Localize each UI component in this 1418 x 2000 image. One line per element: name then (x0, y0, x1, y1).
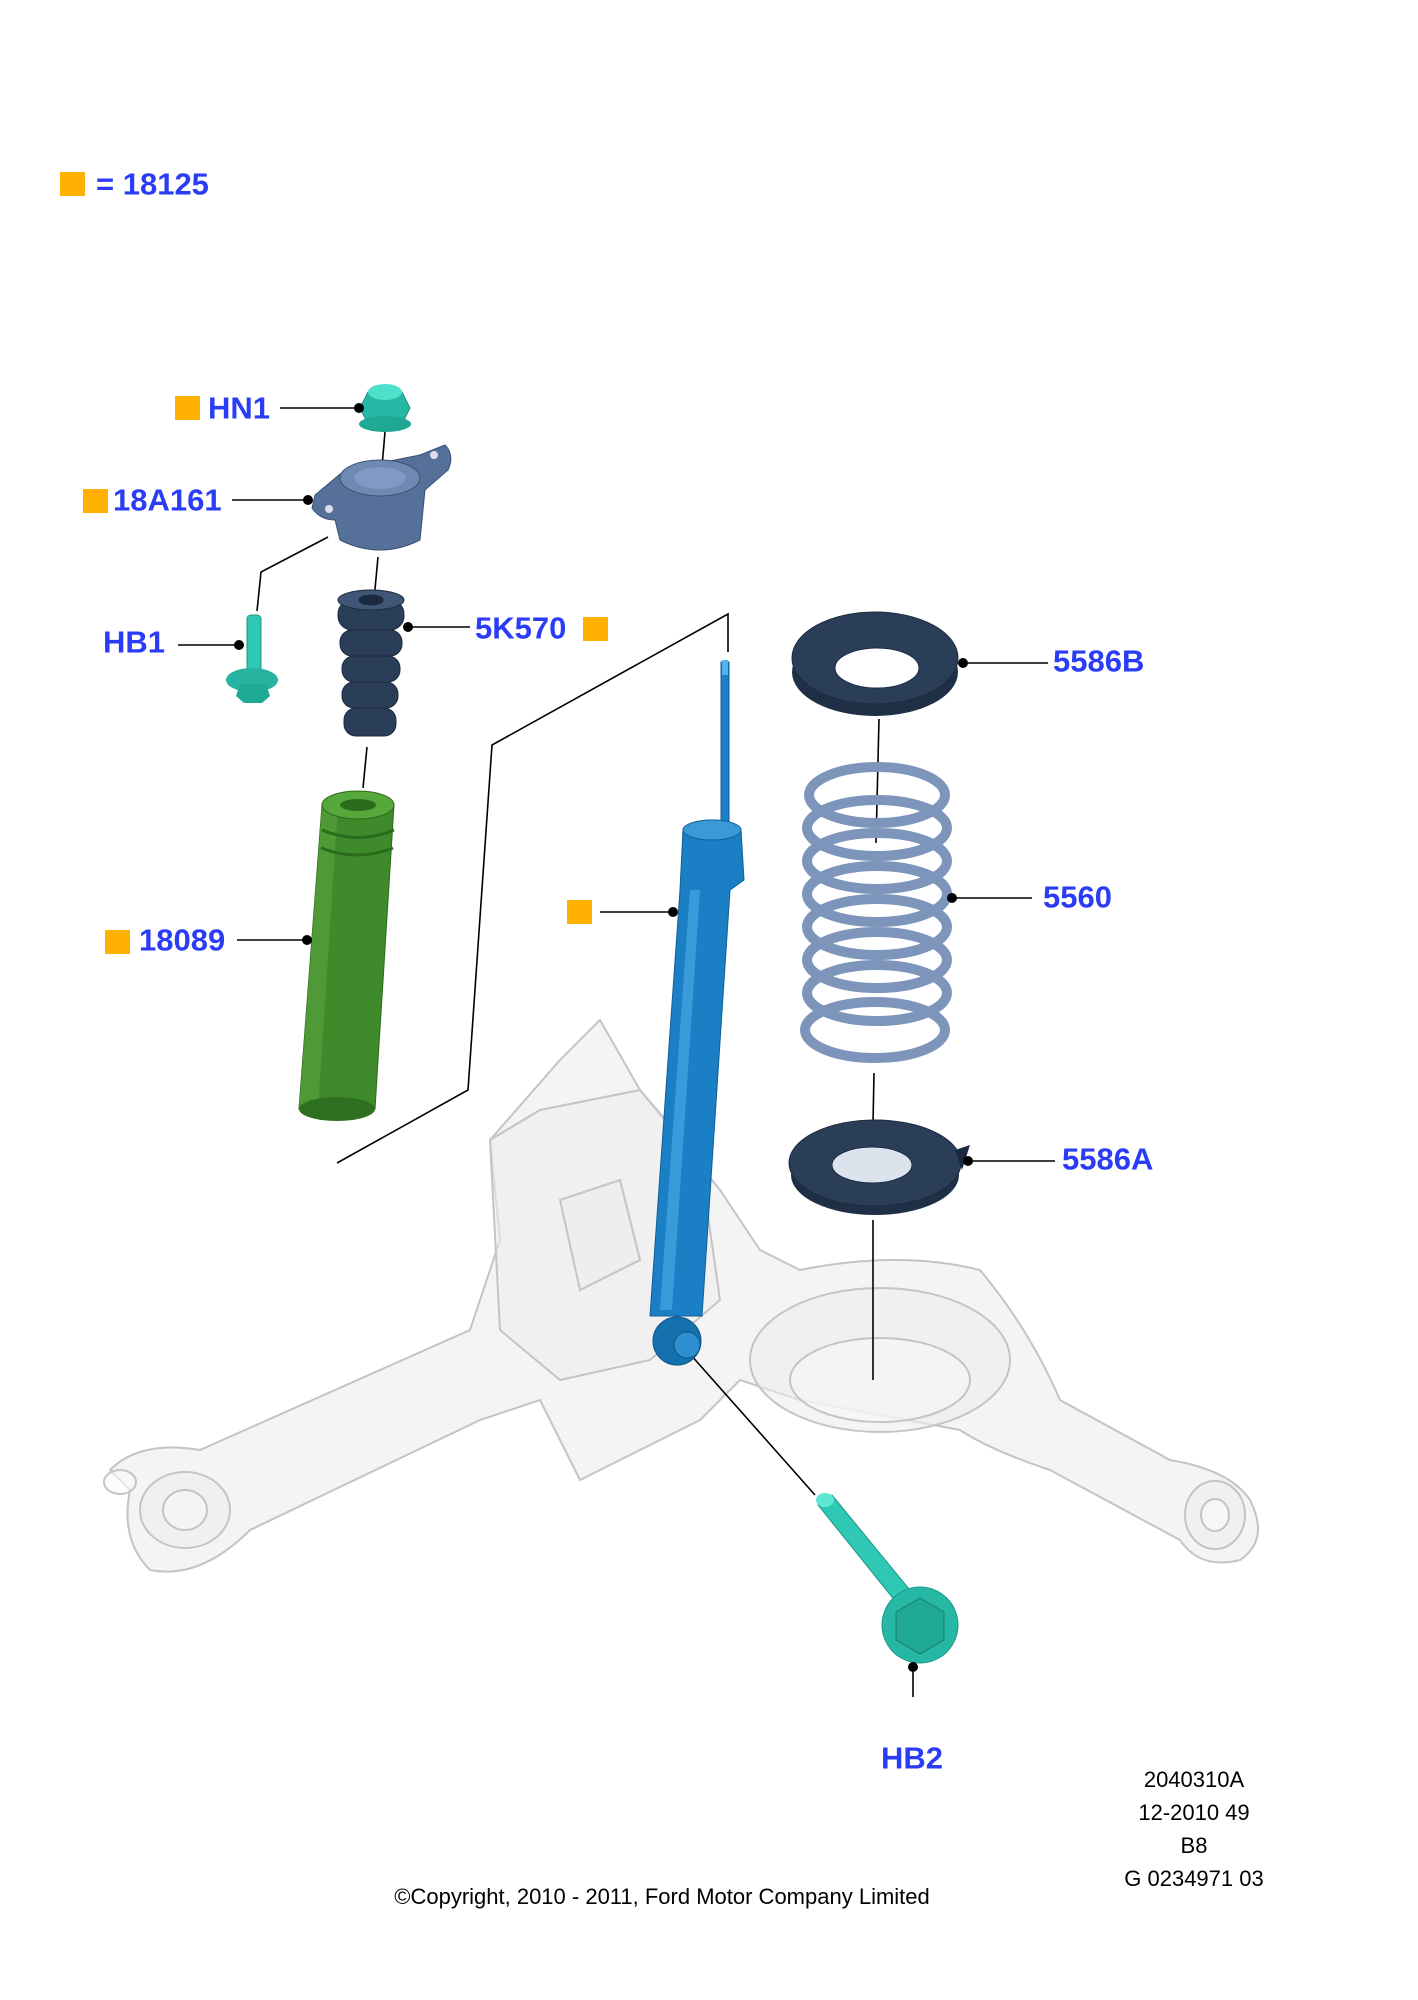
callout-5586b: 5586B (1053, 643, 1145, 679)
legend-text: = 18125 (96, 166, 209, 202)
boot-marker (105, 930, 130, 954)
shock-absorber-marker (567, 900, 592, 924)
upper-spring-seat (791, 611, 959, 716)
hn1-marker (175, 396, 200, 420)
callout-hb1: HB1 (103, 624, 166, 660)
leader-lines (178, 407, 1055, 1697)
ref-line-1: 2040310A (1143, 1767, 1245, 1792)
hn1-nut (359, 384, 411, 432)
hb1-bolt (226, 614, 278, 703)
mount-marker (83, 489, 108, 513)
callout-5k570: 5K570 (475, 610, 567, 646)
bump-stop-marker (583, 617, 608, 641)
callout-18a161: 18A161 (113, 482, 222, 518)
ref-line-4: G 0234971 03 (1124, 1866, 1264, 1891)
ref-line-3: B8 (1180, 1833, 1208, 1858)
callout-5560: 5560 (1043, 879, 1112, 915)
top-mount (311, 444, 452, 551)
callout-hb2: HB2 (881, 1740, 944, 1776)
dust-boot (298, 790, 395, 1121)
lower-spring-seat (788, 1119, 970, 1215)
bump-stop (337, 589, 405, 737)
callout-18089: 18089 (139, 922, 226, 958)
copyright: ©Copyright, 2010 - 2011, Ford Motor Comp… (394, 1884, 930, 1909)
hb2-bolt (816, 1493, 959, 1664)
callout-hn1: HN1 (208, 390, 271, 426)
ref-line-2: 12-2010 49 (1138, 1800, 1250, 1825)
shock-absorber (649, 660, 745, 1366)
coil-spring (800, 762, 952, 1063)
leader-dots (234, 403, 973, 1672)
legend-marker (60, 172, 85, 196)
callout-5586a: 5586A (1062, 1141, 1154, 1177)
